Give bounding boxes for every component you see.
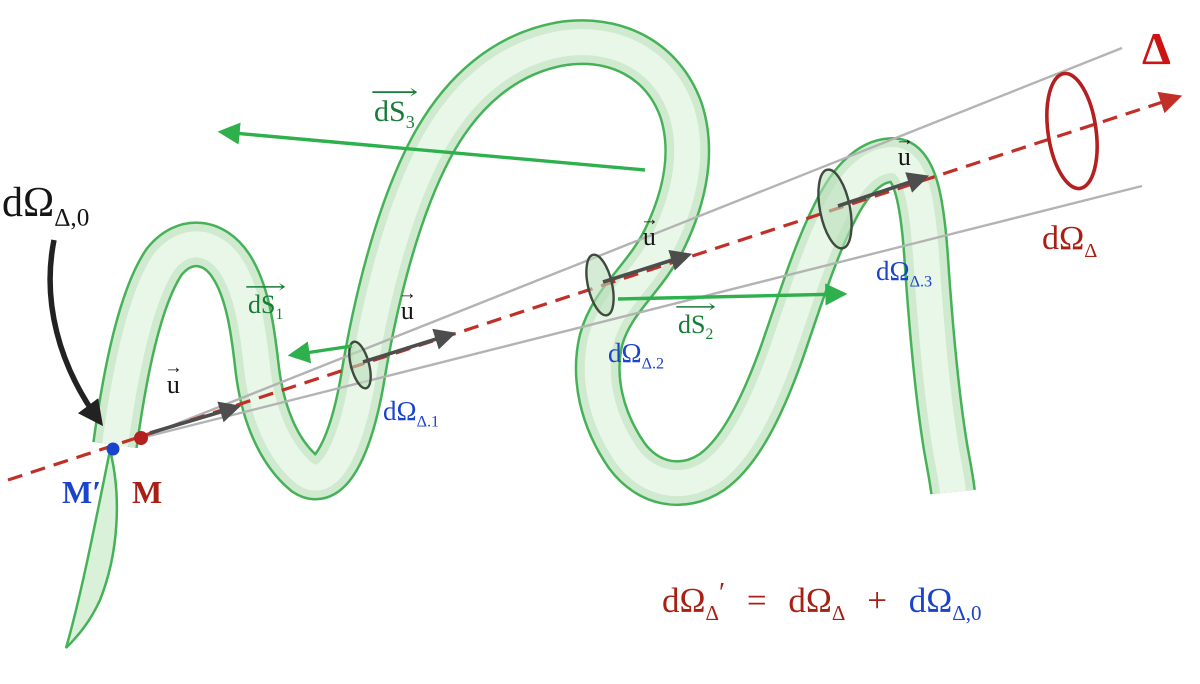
intersection-ellipses	[348, 168, 853, 390]
ds2-arrow	[617, 283, 848, 306]
ds3-vector-arrow-glyph: ⟶	[370, 80, 419, 104]
point-m	[134, 431, 148, 445]
ds1-label: ⟶ dS1	[244, 277, 287, 324]
ds1-arrow	[287, 341, 353, 364]
solid-angle-3-label: dΩΔ.3	[876, 256, 933, 291]
intersection-ellipse-3	[817, 168, 853, 250]
u-vector-label-1: → u	[398, 283, 417, 325]
unit-vector-arrows	[149, 172, 930, 435]
solid-angle-ellipse	[1045, 71, 1099, 191]
solid-angle-delta-label: dΩΔ	[1042, 220, 1098, 262]
intersection-ellipse-1	[348, 340, 372, 390]
plus-sign: +	[867, 580, 887, 620]
ribbon-band-highlight	[102, 29, 966, 497]
u-vector-label-origin: → u	[164, 357, 183, 399]
green-ribbon-surface	[64, 19, 976, 649]
solid-angle-equation: dΩΔ′ = dΩΔ + dΩΔ,0	[658, 578, 985, 625]
point-m-label: M	[132, 474, 163, 510]
solid-angle-origin-label: dΩΔ,0	[2, 180, 90, 232]
equation-lhs: dΩΔ′	[662, 578, 726, 625]
solid-angle-2-label: dΩΔ.2	[608, 338, 665, 373]
axis-label: Δ	[1142, 23, 1171, 74]
surface-vector-arrows	[217, 122, 848, 364]
u-vector-label-3: → u	[895, 129, 914, 171]
equation-term-delta0: dΩΔ,0	[908, 580, 982, 625]
solid-angle-1-label: dΩΔ.1	[383, 396, 440, 431]
equation-term-delta: dΩΔ	[788, 580, 846, 625]
point-m-prime-label: M′	[62, 474, 102, 510]
u-vector-label-2: → u	[640, 209, 659, 251]
equals-sign: =	[746, 580, 767, 620]
ds2-vector-arrow-glyph: ⟶	[674, 297, 717, 318]
u-arrow-3	[837, 172, 930, 208]
ds3-label: ⟶ dS3	[370, 80, 419, 133]
u-arrow-2	[602, 249, 693, 284]
u-arrow-1	[362, 328, 457, 364]
ds2-label: ⟶ dS2	[674, 297, 717, 344]
ds1-vector-arrow-glyph: ⟶	[244, 277, 287, 298]
intersection-ellipse-2	[585, 253, 615, 317]
ribbon-tail	[64, 449, 119, 649]
u-arrow-origin	[149, 401, 242, 435]
ds3-arrow	[217, 122, 646, 172]
pointer-arrow	[47, 239, 104, 427]
point-m-prime	[106, 442, 120, 456]
cone-lower-line	[140, 184, 1143, 440]
cone-lines	[140, 46, 1143, 440]
cone-upper-line	[140, 46, 1123, 440]
